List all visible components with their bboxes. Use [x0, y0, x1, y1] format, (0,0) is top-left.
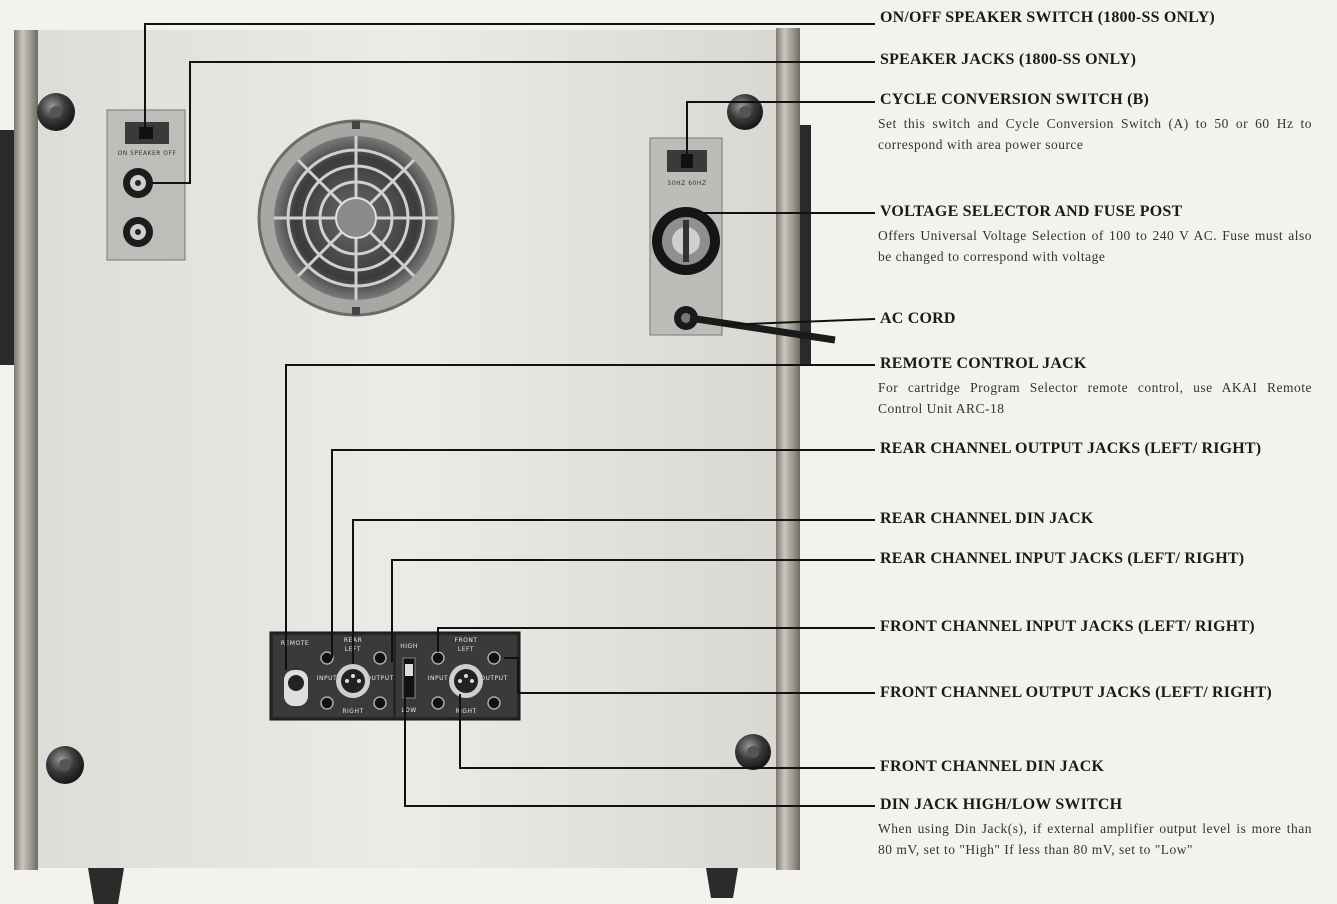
callout-description-remote-control-jack: For cartridge Program Selector remote co… — [878, 380, 1312, 416]
corner-knob-bottom-left — [46, 746, 84, 784]
leader-ac-cord — [721, 318, 876, 326]
right-foot — [706, 868, 738, 898]
leader-cycle-conversion-switch — [686, 101, 875, 158]
left-rail — [14, 30, 38, 870]
front-din-jack — [449, 664, 483, 698]
callout-title-din-jack-high-low-switch: DIN JACK HIGH/LOW SWITCH — [880, 796, 1123, 813]
marking-rear-right: RIGHT — [342, 708, 363, 715]
marking-rear-input: INPUT — [317, 675, 337, 682]
callout-title-voltage-selector: VOLTAGE SELECTOR AND FUSE POST — [880, 203, 1183, 220]
rear-din-jack — [336, 664, 370, 698]
marking-remote: REMOTE — [281, 640, 309, 647]
callout-title-on-off-speaker-switch: ON/OFF SPEAKER SWITCH (1800-SS ONLY) — [880, 9, 1215, 26]
left-foot — [88, 868, 124, 904]
right-side-strip — [799, 125, 811, 365]
callout-description-din-jack-high-low-switch: When using Din Jack(s), if external ampl… — [878, 821, 1312, 857]
cycle-switch-marking: 50HZ 60HZ — [668, 180, 707, 187]
marking-front-output: OUTPUT — [480, 675, 507, 682]
marking-low: LOW — [401, 707, 416, 714]
leader-on-off-speaker-switch — [144, 23, 875, 132]
corner-knob-bottom-right — [735, 734, 771, 770]
callout-title-ac-cord: AC CORD — [880, 310, 956, 327]
leader-din-jack-high-low-switch — [404, 690, 875, 807]
leader-rear-channel-output-jacks — [331, 449, 875, 658]
leader-rear-channel-din-jack — [352, 519, 875, 664]
leader-lines — [144, 23, 876, 807]
callout-title-rear-channel-din-jack: REAR CHANNEL DIN JACK — [880, 510, 1094, 527]
left-side-strip — [0, 130, 14, 365]
marking-rear-output: OUTPUT — [366, 675, 393, 682]
ac-cord — [689, 314, 836, 344]
marking-front-right: RIGHT — [455, 708, 476, 715]
front-input-jacks — [431, 651, 445, 710]
ac-cord-grommet — [674, 306, 698, 330]
speaker-jack-lower — [123, 217, 153, 247]
callout-title-cycle-conversion-switch: CYCLE CONVERSION SWITCH (B) — [880, 91, 1149, 108]
leader-speaker-jacks — [152, 61, 875, 184]
leader-front-channel-din-jack — [459, 694, 875, 769]
leader-rear-channel-input-jacks — [391, 559, 875, 662]
callout-description-voltage-selector: Offers Universal Voltage Selection of 10… — [878, 228, 1312, 264]
speaker-switch-marking: ON SPEAKER OFF — [118, 150, 177, 157]
rear-output-jacks — [373, 651, 387, 710]
front-output-jacks — [487, 651, 501, 710]
callout-title-speaker-jacks: SPEAKER JACKS (1800-SS ONLY) — [880, 51, 1137, 68]
corner-knob-top-left — [37, 93, 75, 131]
jack-panel: REMOTE REAR LEFT RIGHT INPUT OUTPUT FRON… — [269, 631, 521, 721]
marking-front-input: INPUT — [428, 675, 448, 682]
marking-high: HIGH — [400, 643, 417, 650]
voltage-selector-fuse-post — [652, 207, 720, 275]
speaker-jack-upper — [123, 168, 153, 198]
din-high-low-switch — [402, 657, 416, 699]
cooling-fan — [257, 119, 455, 317]
leader-front-channel-input-jacks — [437, 627, 875, 652]
cycle-switch-toggle — [681, 154, 693, 168]
marking-front: FRONT — [455, 637, 478, 644]
callout-title-remote-control-jack: REMOTE CONTROL JACK — [880, 355, 1087, 372]
marking-front-left: LEFT — [458, 646, 474, 653]
remote-control-jack — [284, 670, 308, 706]
leader-remote-control-jack — [285, 364, 875, 670]
leader-front-channel-output-jacks — [504, 657, 875, 694]
speaker-switch-toggle — [139, 127, 153, 139]
speaker-plate: ON SPEAKER OFF — [106, 109, 186, 261]
callout-title-front-channel-din-jack: FRONT CHANNEL DIN JACK — [880, 758, 1105, 775]
callout-title-rear-channel-output-jacks: REAR CHANNEL OUTPUT JACKS (LEFT/ RIGHT) — [880, 440, 1262, 457]
callout-title-front-channel-output-jacks: FRONT CHANNEL OUTPUT JACKS (LEFT/ RIGHT) — [880, 684, 1272, 701]
callout-description-cycle-conversion-switch: Set this switch and Cycle Conversion Swi… — [878, 116, 1312, 152]
callout-title-rear-channel-input-jacks: REAR CHANNEL INPUT JACKS (LEFT/ RIGHT) — [880, 550, 1245, 567]
power-plate: 50HZ 60HZ — [649, 137, 836, 344]
callout-title-front-channel-input-jacks: FRONT CHANNEL INPUT JACKS (LEFT/ RIGHT) — [880, 618, 1255, 635]
